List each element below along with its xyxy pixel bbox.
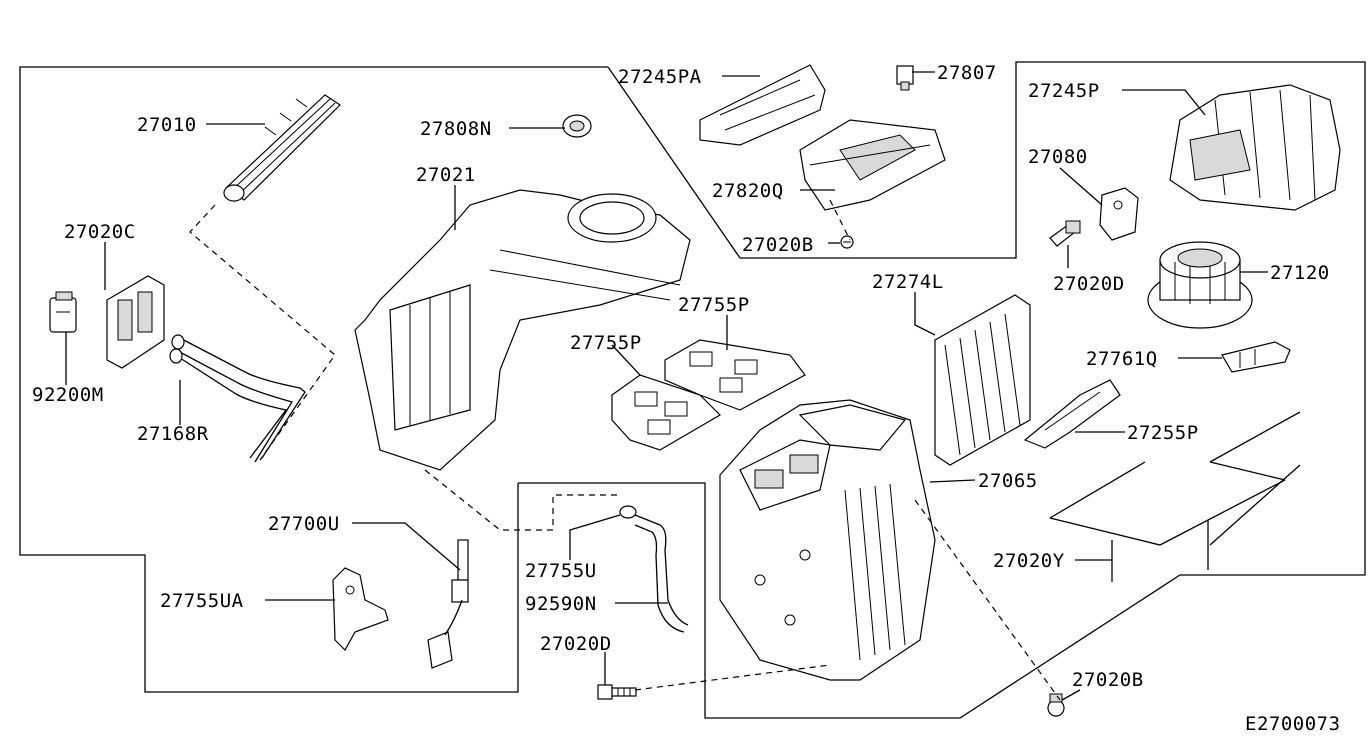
label-27755P-b: 27755P	[570, 332, 642, 354]
cap-part	[562, 114, 592, 138]
screw-bottom-right-part	[1047, 693, 1065, 717]
sensor-part	[427, 539, 469, 669]
defroster-nozzle-part	[799, 119, 946, 211]
grommet-part	[106, 275, 165, 369]
cooling-unit-case-part	[719, 399, 936, 681]
sensor-bracket-part	[332, 567, 389, 651]
duct-upper-part	[699, 64, 826, 146]
label-27020D-bottom: 27020D	[540, 633, 612, 655]
label-27010: 27010	[137, 114, 197, 136]
label-27755U: 27755U	[525, 560, 597, 582]
label-27021: 27021	[416, 164, 476, 186]
seal-left-part	[611, 374, 721, 451]
clip-part	[49, 291, 77, 333]
drain-hose-part	[634, 514, 689, 633]
screw-top-part	[840, 235, 854, 249]
label-sheet-part	[1049, 411, 1301, 582]
label-27274L: 27274L	[872, 271, 944, 293]
heater-unit-case-part	[354, 189, 691, 471]
screw-right-part	[1049, 220, 1081, 247]
label-27807: 27807	[937, 62, 997, 84]
label-27120: 27120	[1270, 262, 1330, 284]
label-27020C: 27020C	[64, 221, 136, 243]
intake-housing-part	[1169, 84, 1341, 211]
heater-pipe-part	[169, 334, 306, 463]
label-27761Q: 27761Q	[1086, 348, 1158, 370]
label-27245PA: 27245PA	[618, 66, 702, 88]
leader-lines	[65, 71, 1268, 701]
small-clip-part	[896, 65, 914, 91]
bracket-part	[1023, 379, 1121, 449]
label-27245P: 27245P	[1028, 80, 1100, 102]
label-27168R: 27168R	[137, 423, 209, 445]
label-27020B-bottom: 27020B	[1072, 669, 1144, 691]
blower-motor-part	[1147, 241, 1253, 329]
seal-right-part	[664, 339, 806, 411]
air-filter-part	[934, 294, 1031, 466]
label-27255P: 27255P	[1127, 422, 1199, 444]
label-27020Y: 27020Y	[993, 550, 1065, 572]
label-92200M: 92200M	[32, 384, 104, 406]
label-92590N: 92590N	[525, 593, 597, 615]
label-27080: 27080	[1028, 146, 1088, 168]
diagram-id: E2700073	[1245, 713, 1341, 735]
screw-bottom-part	[597, 684, 637, 700]
label-27700U: 27700U	[268, 513, 340, 535]
label-27755UA: 27755UA	[160, 590, 244, 612]
heater-core-part	[223, 94, 341, 202]
actuator-part	[1099, 187, 1139, 241]
group-boundaries	[19, 61, 1366, 719]
resistor-part	[1221, 341, 1291, 373]
label-27065: 27065	[978, 470, 1038, 492]
label-27755P-a: 27755P	[678, 294, 750, 316]
small-grommet-part	[619, 505, 637, 519]
label-27808N: 27808N	[420, 118, 492, 140]
assembly-lines	[189, 199, 1061, 701]
label-27020D-right: 27020D	[1053, 273, 1125, 295]
label-27820Q: 27820Q	[712, 180, 784, 202]
label-27020B-top: 27020B	[742, 234, 814, 256]
part-labels: 27010 27020C 92200M 27168R 27808N 27021 …	[32, 62, 1341, 735]
